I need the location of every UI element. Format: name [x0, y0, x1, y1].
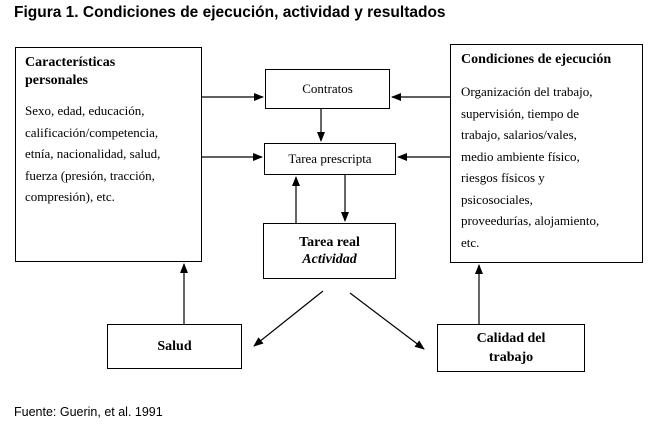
list-item: etnía, nacionalidad, salud,	[25, 146, 161, 161]
tarea-real-label: Tarea real	[299, 235, 360, 250]
list-item: proveedurías, alojamiento,	[461, 213, 600, 228]
condiciones-ejecucion-box: Condiciones de ejecución Organización de…	[450, 44, 643, 263]
heading-line: personales	[25, 73, 88, 88]
actividad-label: Actividad	[302, 252, 357, 267]
personal-characteristics-list: Sexo, edad, educación, calificación/comp…	[25, 100, 201, 208]
list-item: compresión), etc.	[25, 189, 115, 204]
personal-characteristics-heading: Características personales	[25, 54, 201, 90]
calidad-label-line: trabajo	[488, 350, 534, 365]
heading-line: Características	[25, 55, 116, 70]
condiciones-ejecucion-list: Organización del trabajo, supervisión, t…	[461, 81, 642, 253]
list-item: fuerza (presión, tracción,	[25, 167, 155, 183]
list-item: riesgos físicos y	[461, 170, 545, 185]
list-item: Organización del trabajo,	[461, 84, 593, 99]
contratos-box: Contratos	[265, 69, 390, 109]
tarea-prescripta-label: Tarea prescripta	[288, 151, 372, 166]
salud-box: Salud	[107, 324, 242, 369]
contratos-label: Contratos	[302, 81, 353, 96]
salud-label: Salud	[157, 338, 192, 354]
list-item: supervisión, tiempo de	[461, 105, 580, 121]
list-item: psicosociales,	[461, 191, 533, 207]
personal-characteristics-box: Características personales Sexo, edad, e…	[15, 47, 202, 262]
tarea-prescripta-box: Tarea prescripta	[264, 143, 396, 175]
calidad-trabajo-box: Calidad del trabajo	[437, 324, 585, 372]
tarea-real-box: Tarea real Actividad	[263, 223, 396, 279]
figure-title: Figura 1. Condiciones de ejecución, acti…	[14, 4, 446, 21]
condiciones-ejecucion-heading: Condiciones de ejecución	[461, 52, 612, 67]
list-item: calificación/competencia,	[25, 124, 159, 140]
list-item: etc.	[461, 234, 480, 250]
arrow-tarea-real-to-calidad	[349, 292, 425, 350]
list-item: Sexo, edad, educación,	[25, 103, 145, 118]
calidad-label-line: Calidad del	[476, 331, 546, 346]
list-item: medio ambiente físico,	[461, 148, 580, 164]
figure-source: Fuente: Guerin, et al. 1991	[14, 405, 163, 419]
arrow-tarea-real-to-salud	[253, 290, 324, 347]
list-item: trabajo, salarios/vales,	[461, 127, 577, 142]
